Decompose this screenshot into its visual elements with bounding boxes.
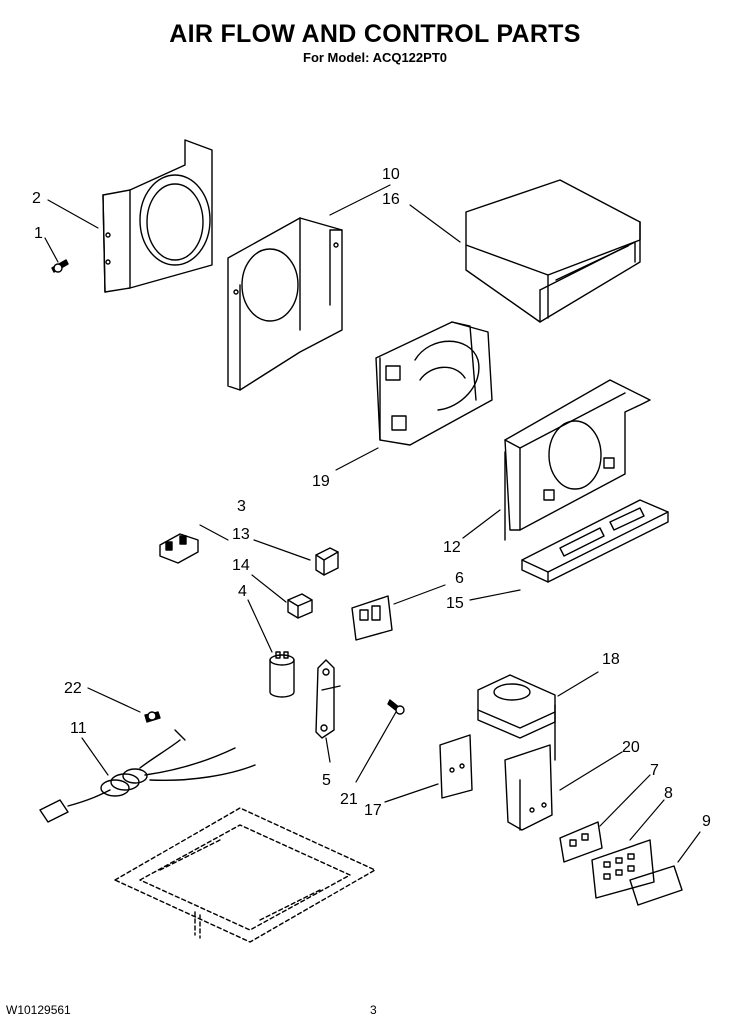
callout-16: 16 bbox=[382, 191, 400, 208]
document-number: W10129561 bbox=[6, 1003, 71, 1017]
page-number: 3 bbox=[370, 1003, 377, 1017]
callout-6: 6 bbox=[455, 570, 464, 587]
callout-18: 18 bbox=[602, 651, 620, 668]
part-21-screw bbox=[387, 699, 405, 715]
callout-8: 8 bbox=[664, 785, 673, 802]
callout-17: 17 bbox=[364, 802, 382, 819]
callout-9: 9 bbox=[702, 813, 711, 830]
part-15-base-channel bbox=[521, 499, 669, 583]
part-1-screw bbox=[51, 259, 69, 273]
callout-12: 12 bbox=[443, 539, 461, 556]
part-16-cover bbox=[465, 179, 641, 323]
part-12-partition bbox=[504, 379, 651, 541]
part-13-block bbox=[315, 547, 339, 576]
callout-19: 19 bbox=[312, 473, 330, 490]
part-17-plate bbox=[439, 734, 473, 799]
part-10-shroud-bracket bbox=[227, 217, 343, 391]
model-subtitle: For Model: ACQ122PT0 bbox=[303, 50, 447, 65]
callout-22: 22 bbox=[64, 680, 82, 697]
part-6-control-board bbox=[351, 595, 393, 641]
part-5-bracket bbox=[315, 659, 341, 739]
callout-14: 14 bbox=[232, 557, 250, 574]
callout-15: 15 bbox=[446, 595, 464, 612]
callout-5: 5 bbox=[322, 772, 331, 789]
page-title: AIR FLOW AND CONTROL PARTS bbox=[169, 20, 581, 48]
callout-4: 4 bbox=[238, 583, 247, 600]
callout-10: 10 bbox=[382, 166, 400, 183]
part-9-cover bbox=[629, 865, 683, 906]
base-pan-dashed bbox=[114, 807, 376, 943]
callout-13: 13 bbox=[232, 526, 250, 543]
callout-2: 2 bbox=[32, 190, 41, 207]
part-11-power-cord bbox=[39, 729, 256, 823]
part-7-pcb bbox=[559, 821, 603, 863]
callout-1: 1 bbox=[34, 225, 43, 242]
part-22-screw bbox=[144, 711, 161, 723]
part-18-control-housing bbox=[477, 674, 556, 761]
callout-7: 7 bbox=[650, 762, 659, 779]
part-14-cube bbox=[287, 593, 313, 619]
part-3-switch bbox=[159, 533, 199, 564]
part-20-bracket bbox=[504, 744, 553, 831]
part-8-control-panel bbox=[591, 839, 655, 899]
callout-3: 3 bbox=[237, 498, 246, 515]
part-2-front-shroud bbox=[102, 139, 213, 293]
callout-20: 20 bbox=[622, 739, 640, 756]
callout-11: 11 bbox=[70, 720, 87, 737]
leader-lines bbox=[44, 184, 701, 863]
callout-21: 21 bbox=[340, 791, 358, 808]
part-4-capacitor bbox=[269, 651, 295, 698]
part-19-blower-housing bbox=[375, 321, 493, 446]
